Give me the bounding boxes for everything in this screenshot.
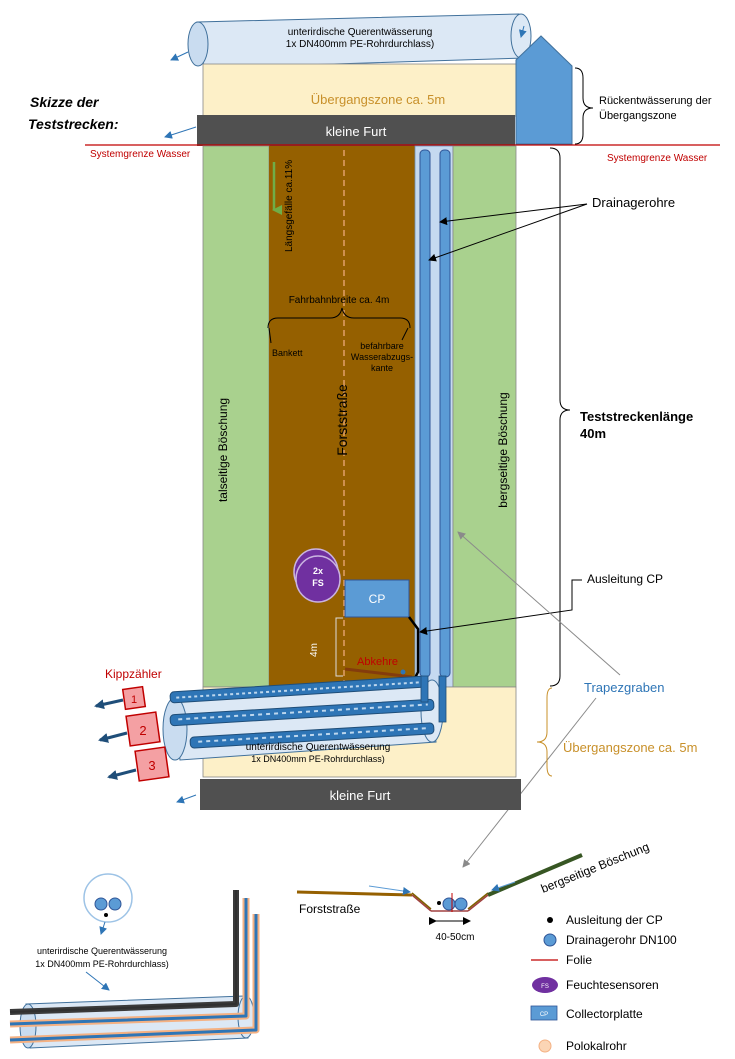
transition-zone-top-label: Übergangszone ca. 5m bbox=[311, 92, 445, 107]
ford-bottom bbox=[200, 779, 521, 810]
collector-plate-label: CP bbox=[369, 592, 386, 606]
test-length-brace bbox=[549, 147, 571, 687]
legend-collector-label: Collectorplatte bbox=[566, 1007, 643, 1021]
ford-top bbox=[197, 115, 515, 146]
trapezgraben-label: Trapezgraben bbox=[584, 680, 664, 695]
cp-outlet-label: Ausleitung CP bbox=[587, 572, 663, 586]
ford-top-label: kleine Furt bbox=[326, 124, 387, 139]
legend-polokal-symbol bbox=[538, 1039, 552, 1053]
pipe-cross-section-circle bbox=[83, 873, 133, 923]
legend-foil-label: Folie bbox=[566, 953, 592, 967]
bankett-label: Bankett bbox=[272, 348, 303, 358]
tipping-counter-2: 2 bbox=[125, 711, 161, 747]
tipping-counter-3: 3 bbox=[134, 746, 170, 782]
title-line-2: Teststrecken: bbox=[28, 116, 119, 132]
fs-label-2: FS bbox=[312, 578, 324, 588]
cross-section bbox=[296, 853, 583, 925]
legend-fs-symbol bbox=[532, 977, 558, 993]
fs-sensor-front bbox=[295, 555, 341, 603]
bottom-pipe-label-1: unterirdische Querentwässerung bbox=[246, 742, 391, 753]
tipping-counter-label: Kippzähler bbox=[105, 667, 162, 681]
legend-outlet-label: Ausleitung der CP bbox=[566, 913, 663, 927]
system-boundary-label-left: Systemgrenze Wasser bbox=[90, 149, 191, 160]
back-drainage-brace bbox=[574, 67, 594, 145]
transition-zone-bottom-label: Übergangszone ca. 5m bbox=[563, 740, 697, 755]
top-pipe-label-1: unterirdische Querentwässerung bbox=[288, 27, 433, 38]
ford-bottom-label: kleine Furt bbox=[330, 788, 391, 803]
bottom-pipe-label-2: 1x DN400mm PE-Rohrdurchlass) bbox=[251, 754, 385, 764]
drainage-pipe-left bbox=[419, 149, 431, 678]
bottom-pipe: unterirdische Querentwässerung 1x DN400m… bbox=[162, 675, 447, 764]
svg-text:2: 2 bbox=[139, 723, 146, 738]
road-width-label: Fahrbahnbreite ca. 4m bbox=[289, 295, 390, 306]
edge-label-2: Wasserabzugs- bbox=[351, 352, 413, 362]
pipe-3d-sketch: unterirdische Querentwässerung 1x DN400m… bbox=[9, 873, 260, 1049]
legend-polokal-label: Polokalrohr bbox=[566, 1039, 627, 1053]
svg-text:3: 3 bbox=[148, 758, 155, 773]
edge-label-3: kante bbox=[371, 363, 393, 373]
pipe-sketch-label-2: 1x DN400mm PE-Rohrdurchlass) bbox=[35, 959, 169, 969]
svg-text:1: 1 bbox=[131, 694, 137, 706]
abkehre-bar bbox=[344, 667, 413, 679]
top-pipe-label-2: 1x DN400mm PE-Rohrdurchlass) bbox=[286, 39, 434, 50]
fs-label-1: 2x bbox=[313, 566, 323, 576]
legend-drain-symbol bbox=[543, 933, 557, 947]
forest-road-label: Forststraße bbox=[334, 384, 350, 456]
four-m-bracket bbox=[335, 617, 343, 677]
transition-zone-top bbox=[202, 63, 517, 117]
legend: Ausleitung der CP Drainagerohr DN100 Fol… bbox=[530, 913, 677, 1053]
title-line-1: Skizze der bbox=[30, 94, 100, 110]
edge-label-1: befahrbare bbox=[360, 341, 404, 351]
pipe-sketch-label-1: unterirdische Querentwässerung bbox=[37, 946, 167, 956]
transition-zone-bottom-brace bbox=[536, 687, 553, 777]
abkehre-label: Abkehre bbox=[357, 656, 398, 668]
tipping-counter-1: 1 bbox=[121, 685, 147, 711]
back-drainage-label-2: Übergangszone bbox=[599, 110, 677, 122]
mountain-slope bbox=[452, 145, 517, 688]
svg-text:FS: FS bbox=[541, 984, 549, 990]
cp-outlet-line bbox=[408, 616, 420, 681]
drainage-pipe-right bbox=[439, 149, 451, 678]
back-drainage-label-1: Rückentwässerung der bbox=[599, 95, 712, 107]
mountain-slope-label: bergseitige Böschung bbox=[496, 392, 510, 507]
valley-slope-label: talseitige Böschung bbox=[216, 398, 230, 502]
valley-slope bbox=[202, 145, 270, 688]
cross-width-label: 40-50cm bbox=[436, 932, 475, 943]
legend-drain-label: Drainagerohr DN100 bbox=[566, 933, 677, 947]
legend-moisture-label: Feuchtesensoren bbox=[566, 978, 659, 992]
slope-label: Längsgefälle ca.11% bbox=[284, 160, 295, 252]
legend-cp-symbol bbox=[530, 1005, 558, 1021]
test-length-label-2: 40m bbox=[580, 426, 606, 441]
test-length-label-1: Teststreckenlänge bbox=[580, 409, 693, 424]
road-width-brace bbox=[267, 307, 411, 329]
drainage-pipes-label: Drainagerohre bbox=[592, 195, 675, 210]
collector-plate bbox=[344, 579, 410, 618]
cross-forest-road-label: Forststraße bbox=[299, 902, 361, 916]
top-pipe: unterirdische Querentwässerung 1x DN400m… bbox=[170, 13, 532, 69]
back-drainage-block bbox=[515, 35, 573, 145]
svg-text:CP: CP bbox=[540, 1012, 548, 1018]
system-boundary-label-right: Systemgrenze Wasser bbox=[607, 153, 708, 164]
legend-outlet-symbol bbox=[547, 917, 553, 923]
four-m-label: 4m bbox=[309, 643, 320, 657]
